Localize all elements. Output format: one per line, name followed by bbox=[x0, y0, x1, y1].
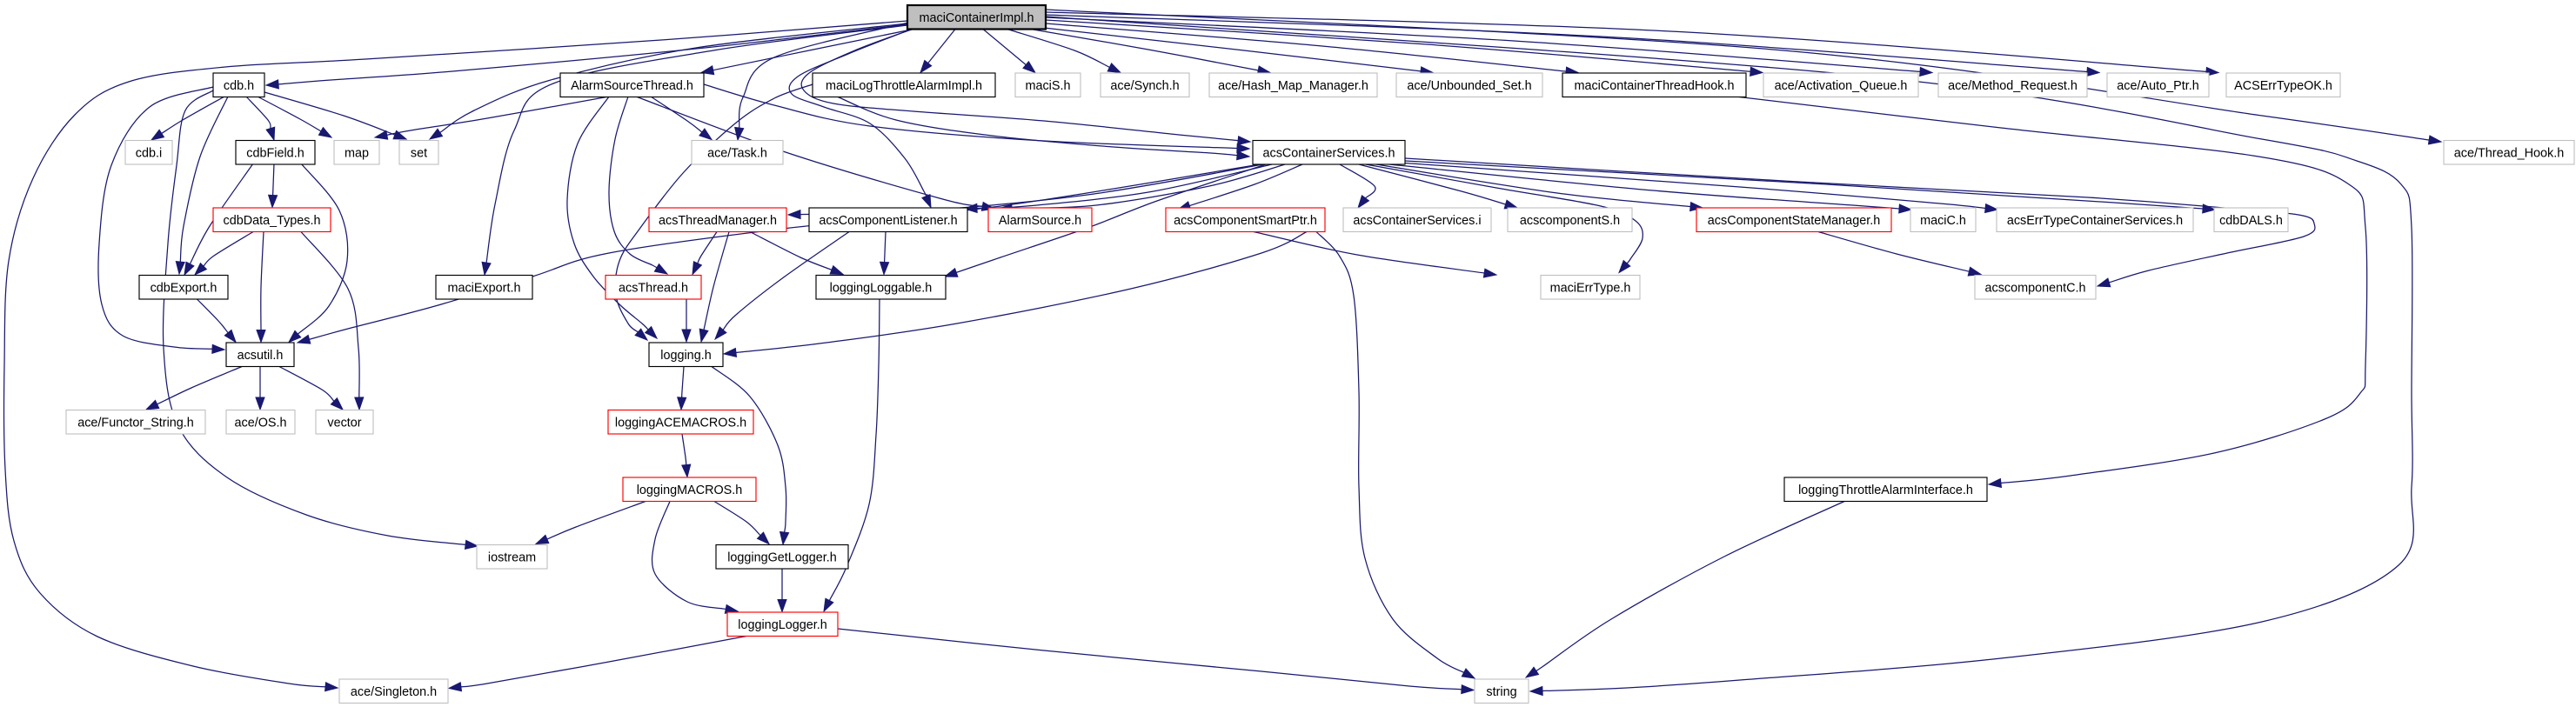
svg-text:logging.h: logging.h bbox=[660, 349, 711, 363]
svg-text:cdbDALS.h: cdbDALS.h bbox=[2219, 214, 2283, 228]
svg-text:acsThread.h: acsThread.h bbox=[619, 281, 688, 295]
svg-text:maciContainerThreadHook.h: maciContainerThreadHook.h bbox=[1575, 79, 1735, 93]
svg-text:acsErrTypeContainerServices.h: acsErrTypeContainerServices.h bbox=[2007, 214, 2183, 228]
svg-text:acsComponentStateManager.h: acsComponentStateManager.h bbox=[1708, 214, 1880, 228]
svg-text:ace/Thread_Hook.h: ace/Thread_Hook.h bbox=[2454, 146, 2564, 160]
svg-text:string: string bbox=[1486, 685, 1516, 699]
svg-text:ace/Functor_String.h: ace/Functor_String.h bbox=[77, 416, 194, 430]
svg-text:set: set bbox=[411, 146, 427, 160]
svg-text:maciLogThrottleAlarmImpl.h: maciLogThrottleAlarmImpl.h bbox=[826, 79, 982, 93]
svg-text:acsThreadManager.h: acsThreadManager.h bbox=[659, 214, 777, 228]
svg-text:ace/Hash_Map_Manager.h: ace/Hash_Map_Manager.h bbox=[1218, 79, 1368, 93]
svg-text:maciContainerImpl.h: maciContainerImpl.h bbox=[920, 11, 1034, 25]
svg-text:ACSErrTypeOK.h: ACSErrTypeOK.h bbox=[2234, 79, 2332, 93]
svg-text:vector: vector bbox=[327, 416, 361, 430]
svg-text:loggingThrottleAlarmInterface.: loggingThrottleAlarmInterface.h bbox=[1798, 484, 1973, 497]
svg-text:maciC.h: maciC.h bbox=[1920, 214, 1966, 228]
svg-text:cdbData_Types.h: cdbData_Types.h bbox=[224, 214, 321, 228]
svg-text:acsComponentSmartPtr.h: acsComponentSmartPtr.h bbox=[1174, 214, 1317, 228]
svg-text:cdb.h: cdb.h bbox=[224, 79, 254, 93]
svg-text:acsContainerServices.i: acsContainerServices.i bbox=[1353, 214, 1481, 228]
svg-text:acsutil.h: acsutil.h bbox=[238, 349, 284, 363]
svg-text:acscomponentC.h: acscomponentC.h bbox=[1985, 281, 2086, 295]
svg-text:ace/OS.h: ace/OS.h bbox=[235, 416, 287, 430]
svg-text:maciExport.h: maciExport.h bbox=[448, 281, 521, 295]
svg-text:ace/Singleton.h: ace/Singleton.h bbox=[351, 685, 437, 699]
svg-text:ace/Task.h: ace/Task.h bbox=[707, 146, 767, 160]
svg-text:ace/Auto_Ptr.h: ace/Auto_Ptr.h bbox=[2117, 79, 2198, 93]
svg-text:cdbField.h: cdbField.h bbox=[246, 146, 304, 160]
svg-text:acsContainerServices.h: acsContainerServices.h bbox=[1263, 146, 1395, 160]
svg-text:ace/Method_Request.h: ace/Method_Request.h bbox=[1948, 79, 2078, 93]
svg-text:iostream: iostream bbox=[488, 551, 536, 565]
svg-text:acscomponentS.h: acscomponentS.h bbox=[1520, 214, 1620, 228]
svg-text:map: map bbox=[345, 146, 369, 160]
svg-text:loggingLogger.h: loggingLogger.h bbox=[738, 618, 826, 632]
svg-text:loggingGetLogger.h: loggingGetLogger.h bbox=[727, 551, 837, 565]
svg-text:ace/Unbounded_Set.h: ace/Unbounded_Set.h bbox=[1407, 79, 1531, 93]
svg-text:AlarmSourceThread.h: AlarmSourceThread.h bbox=[571, 79, 693, 93]
svg-text:acsComponentListener.h: acsComponentListener.h bbox=[819, 214, 957, 228]
svg-text:ace/Activation_Queue.h: ace/Activation_Queue.h bbox=[1775, 79, 1908, 93]
svg-text:ace/Synch.h: ace/Synch.h bbox=[1110, 79, 1179, 93]
svg-text:maciS.h: maciS.h bbox=[1026, 79, 1071, 93]
svg-text:cdb.i: cdb.i bbox=[136, 146, 162, 160]
svg-text:loggingACEMACROS.h: loggingACEMACROS.h bbox=[615, 416, 746, 430]
svg-text:loggingLoggable.h: loggingLoggable.h bbox=[830, 281, 933, 295]
svg-text:maciErrType.h: maciErrType.h bbox=[1550, 281, 1631, 295]
svg-text:loggingMACROS.h: loggingMACROS.h bbox=[637, 484, 743, 497]
svg-text:AlarmSource.h: AlarmSource.h bbox=[999, 214, 1081, 228]
svg-text:cdbExport.h: cdbExport.h bbox=[151, 281, 217, 295]
